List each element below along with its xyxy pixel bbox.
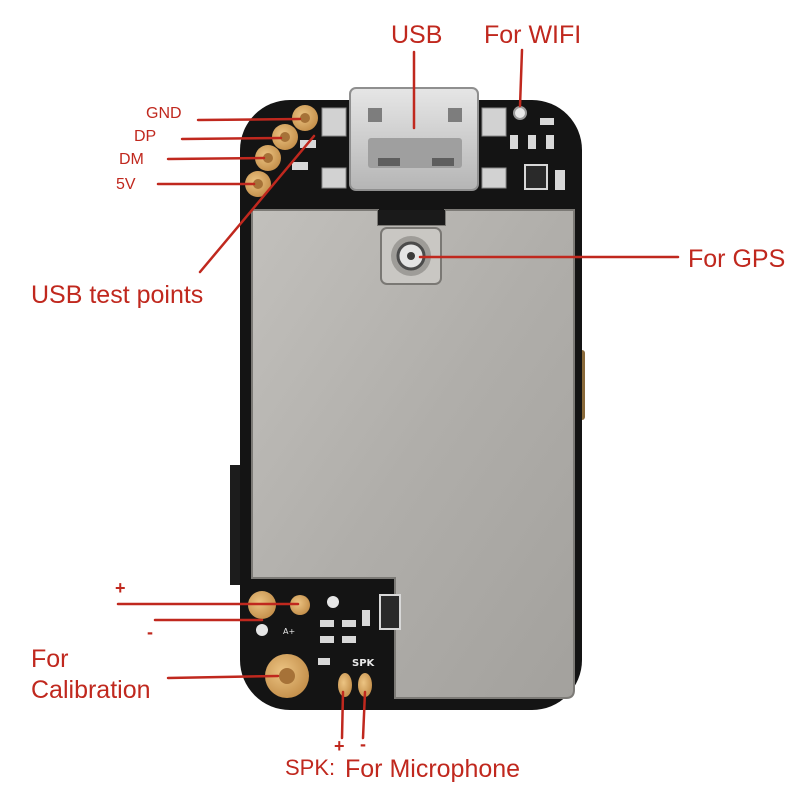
label-usb-test-points: USB test points [31, 281, 204, 309]
label-minus-left: - [147, 622, 153, 642]
label-5v: 5V [116, 176, 136, 193]
label-for-gps: For GPS [688, 245, 786, 273]
label-calibration: Calibration [31, 676, 151, 704]
label-usb: USB [391, 21, 443, 49]
silkscreen-spk: SPK [352, 658, 376, 669]
label-for-line1: For [31, 645, 69, 673]
wifi-antenna-pad [513, 106, 527, 120]
label-plus-left: + [115, 578, 126, 598]
leader-lines [116, 48, 680, 740]
shield-seam [378, 210, 445, 225]
label-gnd: GND [146, 105, 182, 122]
speaker-pads [338, 673, 372, 697]
label-for-wifi: For WIFI [484, 21, 582, 49]
label-for-microphone: For Microphone [345, 755, 521, 783]
usb-test-pads [245, 105, 318, 197]
calibration-pad [265, 654, 309, 698]
label-dp: DP [134, 128, 157, 145]
silkscreen-a-plus: A+ [283, 627, 295, 636]
label-spk: SPK: [285, 755, 336, 780]
label-plus-bottom: + [334, 736, 345, 756]
usb-connector [321, 87, 507, 191]
label-minus-bottom: - [360, 734, 366, 754]
smd-components-top [292, 118, 565, 190]
gps-antenna-connector [380, 227, 442, 285]
label-dm: DM [119, 151, 144, 168]
